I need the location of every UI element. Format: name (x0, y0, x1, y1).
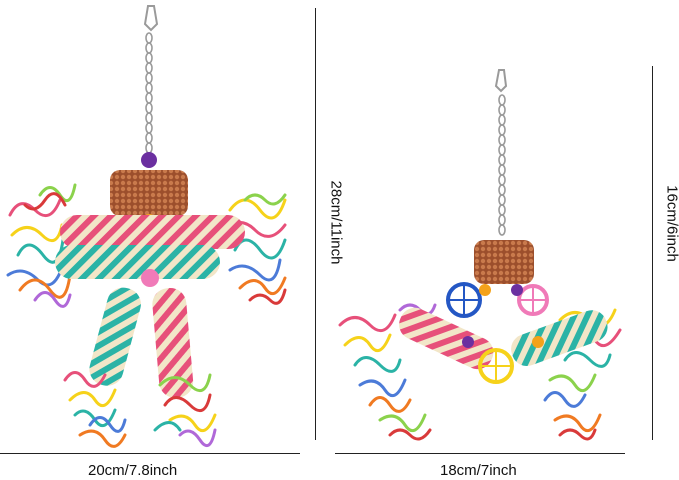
weave-tube-pink (60, 215, 245, 249)
bead-purple (141, 152, 157, 168)
right-height-label: 16cm/6inch (663, 185, 679, 262)
weave-tube-pink (399, 307, 494, 370)
bead-purple (462, 336, 474, 348)
bead-pink (141, 269, 159, 287)
left-width-label: 20cm/7.8inch (88, 462, 178, 479)
left-height-label: 28cm/11inch (327, 180, 345, 265)
ball-pink (517, 284, 549, 316)
chain (498, 94, 506, 236)
bead-orange (532, 336, 544, 348)
right-width-label: 18cm/7inch (440, 462, 517, 479)
left-height-line (315, 8, 316, 440)
bead-purple (511, 284, 523, 296)
paper-shred-right (223, 193, 287, 305)
paper-shred-bottom (63, 371, 217, 448)
chain (145, 32, 153, 154)
paper-shred-left (6, 183, 77, 308)
corn-cob (110, 170, 188, 216)
corn-cob (474, 240, 534, 284)
hook-icon (494, 69, 508, 93)
ball-yellow (478, 348, 514, 384)
weave-tube-teal (511, 310, 608, 367)
hook-icon (143, 5, 159, 32)
right-height-line (652, 66, 653, 440)
right-toy (338, 69, 622, 441)
paper-shred-right (543, 308, 622, 441)
left-toy (6, 5, 287, 448)
left-width-line (0, 453, 300, 454)
bead-orange (479, 284, 491, 296)
leg-right (152, 287, 194, 398)
right-width-line (335, 453, 625, 454)
leg-left (89, 287, 141, 386)
ball-blue (446, 282, 482, 318)
weave-tube-teal (55, 245, 220, 279)
